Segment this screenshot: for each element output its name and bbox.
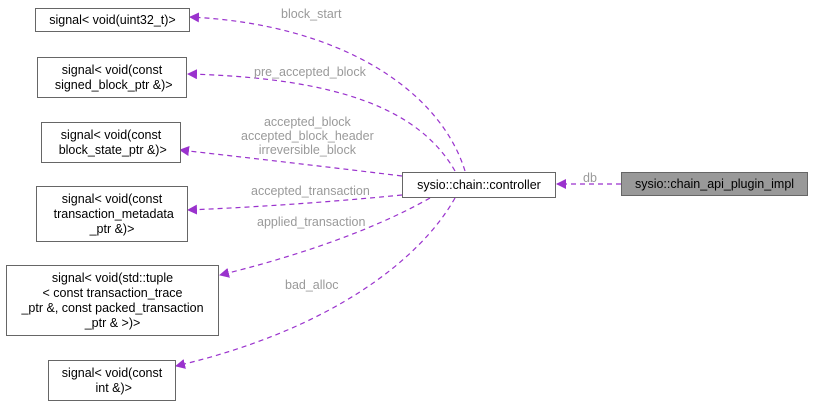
edge-label-pre-accepted-block: pre_accepted_block (254, 65, 366, 79)
node-chain-api-plugin-impl[interactable]: sysio::chain_api_plugin_impl (621, 172, 808, 196)
node-signal-signed-block[interactable]: signal< void(const signed_block_ptr &)> (37, 57, 187, 98)
node-signal-tuple[interactable]: signal< void(std::tuple < const transact… (6, 265, 219, 336)
edge-label-block-start: block_start (281, 7, 342, 21)
edge-pre-accepted-block (187, 69, 456, 172)
edge-applied-transaction (219, 197, 431, 278)
node-controller[interactable]: sysio::chain::controller (402, 172, 556, 198)
edge-label-db: db (583, 171, 597, 185)
edge-label-applied-transaction: applied_transaction (257, 215, 366, 229)
node-signal-uint32[interactable]: signal< void(uint32_t)> (35, 8, 190, 32)
edge-label-block-state-group: accepted_block accepted_block_header irr… (241, 115, 374, 157)
node-signal-block-state[interactable]: signal< void(const block_state_ptr &)> (41, 122, 181, 163)
node-signal-int[interactable]: signal< void(const int &)> (48, 360, 176, 401)
edge-bad-alloc (175, 197, 456, 369)
edge-label-accepted-transaction: accepted_transaction (251, 184, 370, 198)
edge-block-state-group (179, 146, 403, 177)
edge-label-bad-alloc: bad_alloc (285, 278, 339, 292)
node-signal-transaction-metadata[interactable]: signal< void(const transaction_metadata … (36, 186, 188, 242)
